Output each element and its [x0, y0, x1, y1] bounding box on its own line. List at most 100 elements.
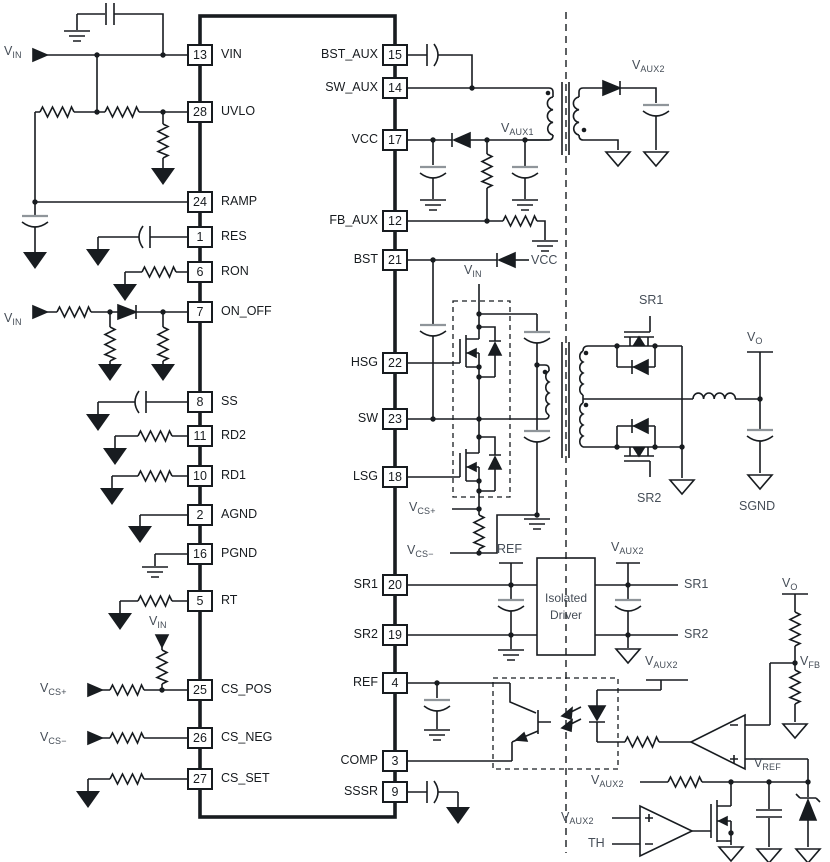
net-label-vaux2-driver: VAUX2: [611, 540, 644, 556]
aux-supply-circuits: [408, 43, 671, 252]
net-label-vo-right: VO: [782, 576, 798, 592]
net-label-vcs-neg-left: VCS−: [40, 730, 67, 746]
pin-box-right-6: 23: [382, 408, 408, 430]
pin-label-left-13: CS_NEG: [221, 730, 273, 744]
pin-box-right-8: 20: [382, 574, 408, 596]
thermal-opamp-icon: [639, 804, 694, 858]
net-label-vaux2-aux: VAUX2: [632, 58, 665, 74]
pin-box-left-6: 8: [187, 391, 213, 413]
net-label-vfb: VFB: [800, 654, 821, 670]
vin-down-arrow-icon: [154, 634, 170, 649]
net-label-th: TH: [588, 836, 605, 850]
net-label-vin-input: VIN: [4, 44, 22, 60]
pin-label-right-5: HSG: [350, 355, 378, 369]
half-bridge-circuits: [408, 251, 552, 557]
pin-box-left-2: 24: [187, 191, 213, 213]
pin-box-right-2: 17: [382, 129, 408, 151]
vcc-diode-icon: [452, 131, 471, 149]
pin-label-right-4: BST: [353, 252, 378, 266]
pin-label-right-7: LSG: [352, 469, 378, 483]
zener-diode-icon: [798, 797, 818, 821]
sr1-body-diode-icon: [632, 358, 649, 376]
secondary-circuits: [561, 316, 775, 495]
aux-transformer-primary: [546, 96, 554, 136]
pin-label-left-10: PGND: [221, 546, 258, 560]
main-secondary-top: [579, 350, 585, 396]
isolated-driver-label-line1: Isolated: [544, 591, 588, 605]
pin-label-left-6: SS: [221, 394, 238, 408]
pin-box-left-1: 28: [187, 101, 213, 123]
pin-box-left-8: 10: [187, 465, 213, 487]
net-label-vcc-bst: VCC: [531, 253, 558, 267]
sr2-body-diode-icon: [632, 417, 649, 435]
net-label-vaux2-vref: VAUX2: [591, 773, 624, 789]
pin-box-right-11: 3: [382, 750, 408, 772]
pin-box-left-14: 27: [187, 768, 213, 790]
pin-label-right-8: SR1: [353, 577, 378, 591]
vin-input-arrow-icon: [32, 47, 50, 63]
net-label-vaux2-opto: VAUX2: [645, 654, 678, 670]
pin-box-left-9: 2: [187, 504, 213, 526]
pin-box-right-1: 14: [382, 77, 408, 99]
pin-label-left-3: RES: [221, 229, 247, 243]
pin-label-right-10: REF: [353, 675, 378, 689]
vcs-pos-arrow-icon: [87, 682, 105, 698]
net-label-vref: VREF: [754, 756, 781, 772]
main-transformer-primary: [545, 370, 551, 416]
net-label-ref-driver: REF: [497, 542, 522, 556]
vin-bypass-capacitor: [105, 3, 115, 25]
net-label-sr2-out: SR2: [684, 627, 709, 641]
onoff-diode-icon: [117, 303, 139, 321]
pin-box-right-3: 12: [382, 210, 408, 232]
pin-box-left-4: 6: [187, 261, 213, 283]
pin-label-right-3: FB_AUX: [329, 213, 378, 227]
net-label-sr2-gate: SR2: [637, 491, 662, 505]
pin-label-left-14: CS_SET: [221, 771, 270, 785]
aux-rectifier-diode-icon: [602, 79, 623, 97]
pin-label-left-0: VIN: [221, 47, 242, 61]
pin-box-right-5: 22: [382, 352, 408, 374]
net-label-vin-onoff: VIN: [4, 311, 22, 327]
output-inductor: [692, 392, 737, 400]
main-transformer-core: [561, 342, 570, 458]
pin-box-right-10: 4: [382, 672, 408, 694]
pin-label-right-11: COMP: [340, 753, 379, 767]
net-label-vin-cs: VIN: [149, 614, 167, 630]
pin-label-right-0: BST_AUX: [321, 47, 378, 61]
pin-label-left-7: RD2: [221, 428, 247, 442]
pin-box-left-7: 11: [187, 425, 213, 447]
net-label-vaux1: VAUX1: [501, 121, 534, 137]
net-label-vcs-neg-right: VCS−: [407, 543, 434, 559]
pin-label-left-8: RD1: [221, 468, 247, 482]
pin-box-left-12: 25: [187, 679, 213, 701]
opto-led-icon: [587, 705, 607, 722]
pin-label-left-1: UVLO: [221, 104, 256, 118]
pin-label-left-9: AGND: [221, 507, 258, 521]
vcs-neg-arrow-icon: [87, 730, 105, 746]
isolated-driver-circuits: [408, 557, 678, 664]
pin-box-right-7: 18: [382, 466, 408, 488]
net-label-vo-main: VO: [747, 330, 763, 346]
isolated-driver-box: [536, 557, 596, 656]
pin-box-right-0: 15: [382, 44, 408, 66]
net-label-vin-halfbridge: VIN: [464, 263, 482, 279]
pin-box-left-10: 16: [187, 543, 213, 565]
feedback-circuits: [408, 593, 821, 862]
aux-transformer-secondary: [572, 96, 580, 136]
pin-label-left-5: ON_OFF: [221, 304, 272, 318]
pin-box-left-11: 5: [187, 590, 213, 612]
net-label-vaux2-opamp: VAUX2: [561, 810, 594, 826]
net-label-vcs-pos-right: VCS+: [409, 500, 436, 516]
pin-box-right-4: 21: [382, 249, 408, 271]
pin-box-right-12: 9: [382, 781, 408, 803]
main-secondary-bottom: [579, 402, 585, 448]
vin-onoff-arrow-icon: [32, 304, 50, 320]
pin-label-right-2: VCC: [351, 132, 378, 146]
pin-label-right-9: SR2: [353, 627, 378, 641]
bst-diode-icon: [497, 251, 516, 269]
net-label-vcs-pos-left: VCS+: [40, 681, 67, 697]
pin-box-left-0: 13: [187, 44, 213, 66]
net-label-sgnd: SGND: [739, 499, 776, 513]
